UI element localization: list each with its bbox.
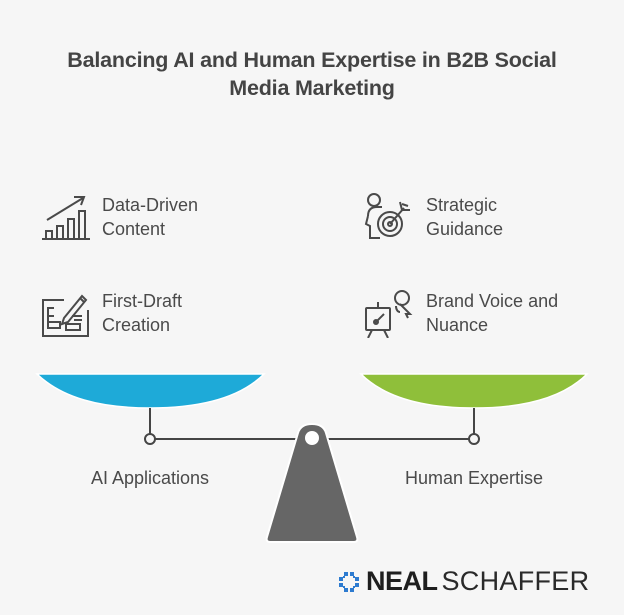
label-line: Data-Driven bbox=[102, 195, 199, 215]
left-pan bbox=[35, 373, 266, 409]
item-brand-voice-nuance: Brand Voice and Nuance bbox=[364, 288, 558, 338]
right-pan bbox=[359, 373, 589, 409]
human-expertise-label: Human Expertise bbox=[404, 468, 544, 488]
document-edit-icon bbox=[40, 288, 92, 338]
label-line: First-Draft bbox=[102, 291, 182, 311]
logo-neal: NEAL bbox=[366, 566, 438, 596]
item-strategic-guidance: Strategic Guidance bbox=[364, 192, 503, 242]
ai-applications-label: AI Applications bbox=[90, 468, 210, 488]
fulcrum bbox=[265, 422, 359, 543]
item-label: Brand Voice and Nuance bbox=[426, 289, 558, 337]
label-line: Strategic bbox=[426, 195, 498, 215]
label-line: Creation bbox=[102, 315, 171, 335]
page-title: Balancing AI and Human Expertise in B2B … bbox=[0, 46, 624, 102]
label-line: Content bbox=[102, 219, 166, 239]
brand-logo: NEAL SCHAFFER bbox=[338, 566, 589, 597]
logo-schaffer: SCHAFFER bbox=[441, 566, 590, 596]
item-label: First-Draft Creation bbox=[102, 289, 182, 337]
item-label: Strategic Guidance bbox=[426, 193, 503, 241]
label-line: Nuance bbox=[426, 315, 489, 335]
pivot bbox=[305, 431, 319, 445]
title-line-1: Balancing AI and Human Expertise in B2B … bbox=[67, 48, 557, 72]
item-label: Data-Driven Content bbox=[102, 193, 198, 241]
item-data-driven-content: Data-Driven Content bbox=[40, 192, 198, 242]
label-line: Guidance bbox=[426, 219, 504, 239]
item-first-draft-creation: First-Draft Creation bbox=[40, 288, 182, 338]
title-line-2: Media Marketing bbox=[229, 76, 395, 100]
logo-mark-icon bbox=[339, 571, 359, 592]
person-target-icon bbox=[364, 192, 416, 242]
label-line: Brand Voice and bbox=[426, 291, 559, 311]
rising-bar-chart-icon bbox=[40, 192, 92, 242]
easel-presenter-icon bbox=[364, 288, 416, 338]
